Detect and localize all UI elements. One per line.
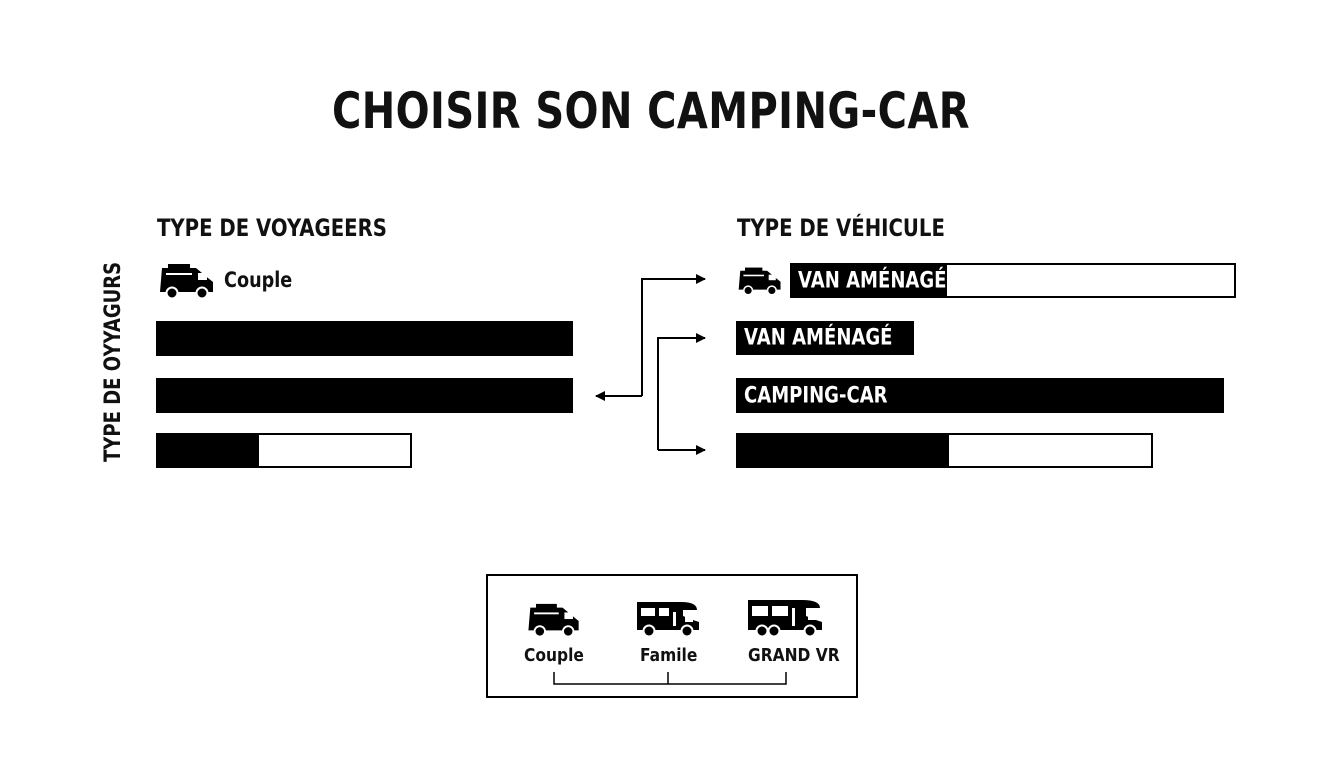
arrow-to-vehicle-2 xyxy=(657,333,706,450)
arrow-to-vehicle-1 xyxy=(641,274,706,396)
van-icon xyxy=(160,264,213,300)
right-panel-heading: TYPE DE VÉHICULE xyxy=(737,214,945,242)
vehicle-bar-3-label: CAMPING-CAR xyxy=(744,383,888,408)
traveler-bar-3-fill xyxy=(158,435,259,466)
van-icon xyxy=(738,267,781,296)
legend-bracket xyxy=(553,672,787,685)
vehicle-bar-2-fill xyxy=(738,323,912,353)
legend-label-couple: Couple xyxy=(524,645,584,666)
motorhome-icon xyxy=(637,602,699,638)
traveler-bar-1 xyxy=(156,321,573,356)
legend-label-grand-vr: GRAND VR xyxy=(748,645,840,666)
vehicle-bar-1: VAN AMÉNAGÉ xyxy=(790,263,1236,298)
traveler-bar-3 xyxy=(156,433,412,468)
traveler-bar-1-fill xyxy=(158,323,571,354)
vehicle-bar-4-fill xyxy=(738,435,949,466)
left-panel-heading: TYPE DE VOYAGEERS xyxy=(157,214,387,242)
page-title: CHOISIR SON CAMPING-CAR xyxy=(332,82,970,140)
traveler-bar-2-fill xyxy=(158,380,571,411)
vehicle-bar-3-fill xyxy=(738,380,1222,411)
legend-label-famile: Famile xyxy=(640,645,698,666)
vehicle-bar-4 xyxy=(736,433,1153,468)
traveler-bar-2 xyxy=(156,378,573,413)
vehicle-bar-1-label: VAN AMÉNAGÉ xyxy=(798,268,947,293)
top-item-label: Couple xyxy=(224,268,293,292)
vehicle-bar-1-fill xyxy=(792,265,947,296)
vehicle-bar-2: VAN AMÉNAGÉ xyxy=(736,321,914,355)
vehicle-bar-2-label: VAN AMÉNAGÉ xyxy=(744,325,893,351)
large-rv-icon xyxy=(748,600,822,638)
van-icon xyxy=(528,603,579,638)
legend: Couple Famile GRAND VR xyxy=(486,574,858,698)
vehicle-bar-3: CAMPING-CAR xyxy=(736,378,1224,413)
